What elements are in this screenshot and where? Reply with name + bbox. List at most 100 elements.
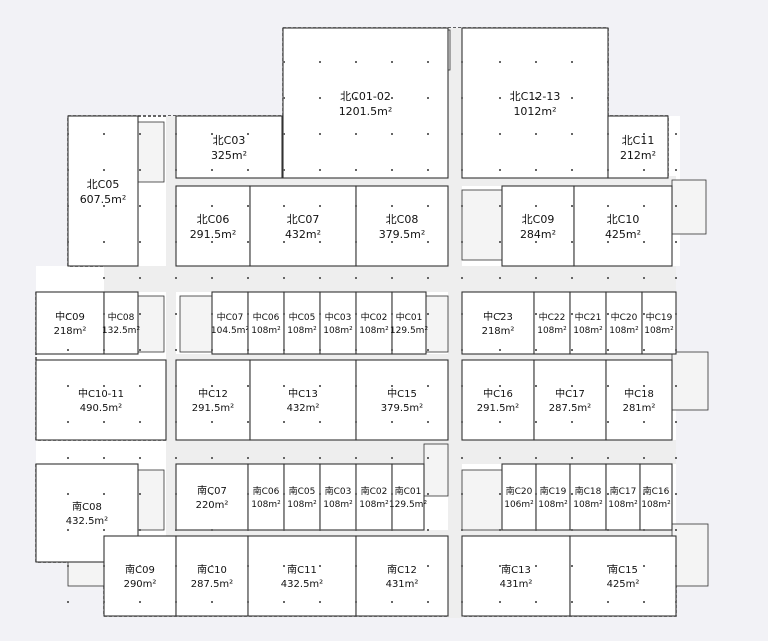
column-dot <box>461 61 463 63</box>
room-outline <box>175 463 249 531</box>
room-area: 104.5m² <box>211 326 250 336</box>
room-area: 291.5m² <box>477 403 519 414</box>
column-dot <box>103 205 105 207</box>
column-dot <box>499 565 501 567</box>
column-dot <box>535 565 537 567</box>
column-dot <box>67 565 69 567</box>
column-dot <box>391 241 393 243</box>
room-outline <box>569 463 607 531</box>
column-dot <box>211 205 213 207</box>
room-name: 中C18 <box>624 387 654 400</box>
column-dot <box>643 457 645 459</box>
room-area: 284m² <box>520 228 556 241</box>
column-dot <box>427 601 429 603</box>
room-name: 北C03 <box>213 134 246 147</box>
column-dot <box>571 61 573 63</box>
column-dot <box>67 385 69 387</box>
room-outline <box>569 535 677 617</box>
column-dot <box>139 601 141 603</box>
column-dot <box>643 349 645 351</box>
column-dot <box>355 241 357 243</box>
column-dot <box>571 493 573 495</box>
column-dot <box>175 565 177 567</box>
room-outline <box>533 359 607 441</box>
column-dot <box>391 313 393 315</box>
column-dot <box>571 169 573 171</box>
column-dot <box>355 601 357 603</box>
column-dot <box>675 169 677 171</box>
column-dot <box>247 133 249 135</box>
column-dot <box>139 241 141 243</box>
room-area: 108m² <box>287 500 317 510</box>
column-dot <box>175 493 177 495</box>
stair-cores <box>67 29 709 587</box>
column-dot <box>139 457 141 459</box>
column-dot <box>675 313 677 315</box>
room-outline <box>355 463 393 531</box>
column-dot <box>103 133 105 135</box>
column-dot <box>607 241 609 243</box>
column-dot <box>103 601 105 603</box>
column-dot <box>355 61 357 63</box>
room-outline <box>103 535 177 617</box>
column-dot <box>427 349 429 351</box>
room-area: 432.5m² <box>281 579 323 590</box>
column-dot <box>643 385 645 387</box>
column-dot <box>535 277 537 279</box>
column-dot <box>175 421 177 423</box>
column-dot <box>499 601 501 603</box>
column-dot <box>499 277 501 279</box>
room-outline <box>247 291 285 355</box>
room-outline <box>355 291 393 355</box>
column-dot <box>211 493 213 495</box>
column-dot <box>283 169 285 171</box>
